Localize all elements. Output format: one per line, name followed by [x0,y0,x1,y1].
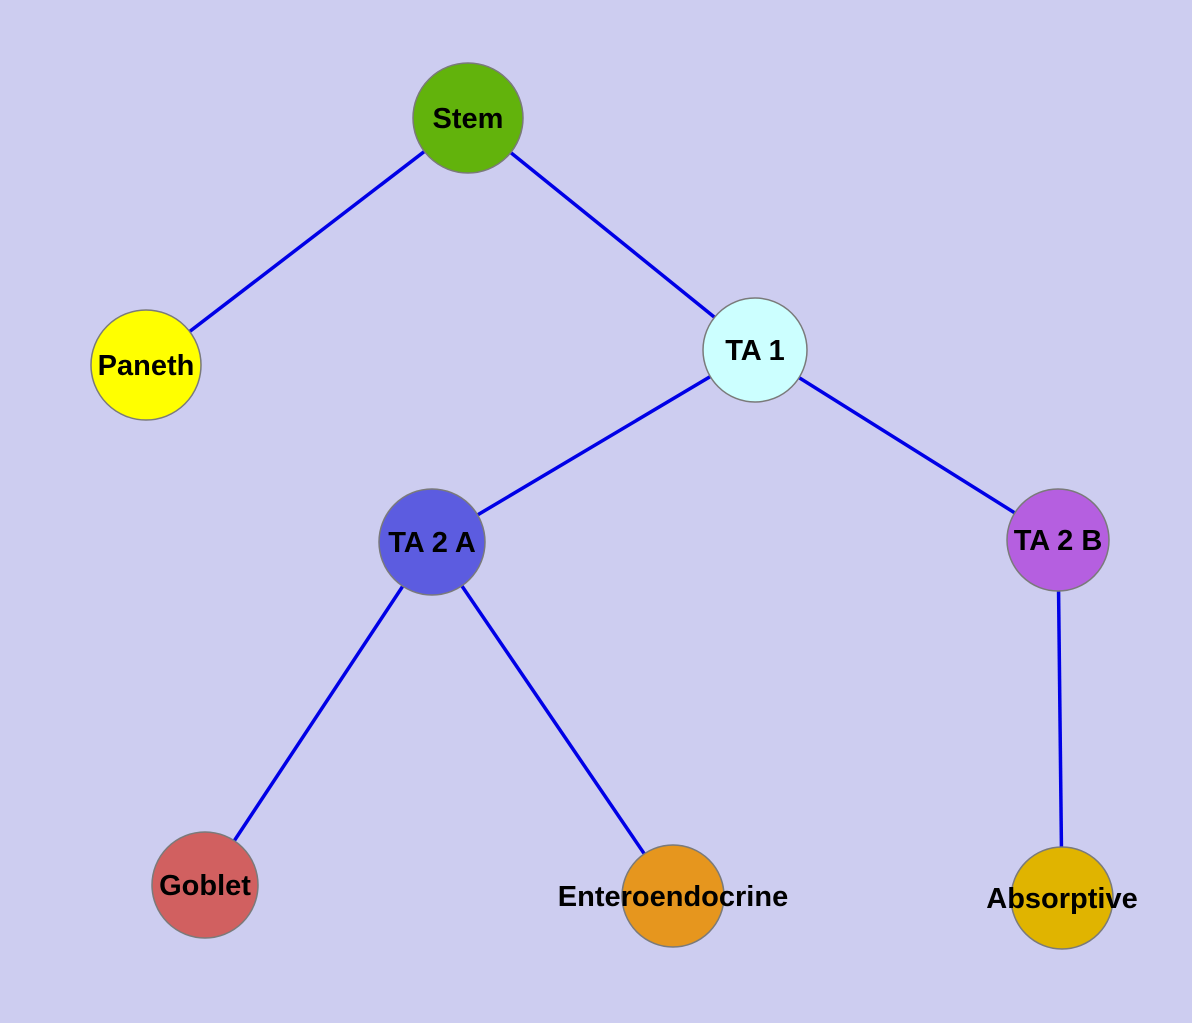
edge-ta2a-enteroendocrine [430,541,675,897]
node-goblet-label: Goblet [159,870,251,902]
node-goblet[interactable] [151,831,259,939]
node-paneth-label: Paneth [98,350,195,382]
edge-stem-paneth [144,116,470,367]
node-absorptive-label: Absorptive [986,883,1137,915]
edge-ta2a-goblet [203,541,434,886]
edge-ta2b-absorptive [1056,539,1064,899]
node-stem[interactable] [412,62,524,174]
node-paneth[interactable] [90,309,202,421]
node-stem-label: Stem [433,103,504,135]
edge-stem-ta1 [466,116,757,352]
node-ta2a-label: TA 2 A [388,527,476,559]
node-ta2b-label: TA 2 B [1014,525,1103,557]
node-enteroendocrine[interactable] [621,844,725,948]
node-ta2a[interactable] [378,488,486,596]
edge-ta1-ta2b [754,348,1059,542]
node-ta1[interactable] [702,297,808,403]
edge-ta1-ta2a [431,348,756,544]
node-ta2b[interactable] [1006,488,1110,592]
node-absorptive[interactable] [1010,846,1114,950]
node-enteroendocrine-label: Enteroendocrine [558,881,788,913]
node-ta1-label: TA 1 [725,335,785,367]
